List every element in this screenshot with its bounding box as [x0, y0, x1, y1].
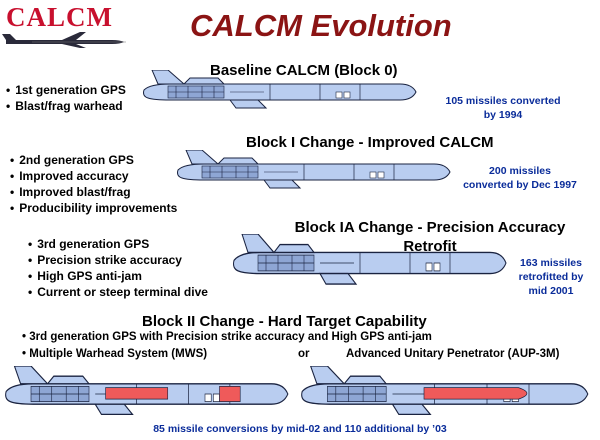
bullet-item: Improved accuracy [10, 168, 177, 184]
block2-option-right: Advanced Unitary Penetrator (AUP-3M) [346, 348, 560, 360]
section-title-block1a: Block IA Change - Precision Accuracy Ret… [280, 218, 580, 256]
section-title-line: Retrofit [403, 238, 457, 255]
missile-block0-diagram [143, 70, 417, 109]
page-title: CALCM Evolution [190, 8, 452, 43]
block2-option-left: • Multiple Warhead System (MWS) [22, 348, 208, 360]
mws-warhead-1 [105, 387, 169, 400]
bullet-list-baseline: 1st generation GPS Blast/frag warhead [6, 82, 126, 114]
bullet-item: Blast/frag warhead [6, 98, 126, 114]
note-line: 105 missiles converted [445, 95, 561, 107]
missile-aup-diagram [301, 366, 589, 416]
bullet-item: 2nd generation GPS [10, 152, 177, 168]
bullet-list-block1: 2nd generation GPS Improved accuracy Imp… [10, 152, 177, 216]
block2-or: or [298, 348, 310, 360]
logo-text: CALCM [6, 2, 113, 32]
logo-aircraft-icon [2, 32, 126, 48]
bullet-item: Current or steep terminal dive [28, 284, 208, 300]
bullet-item: Producibility improvements [10, 200, 177, 216]
note-block1a: 163 missiles retrofitted by mid 2001 [506, 256, 596, 298]
calcm-logo: CALCM [2, 2, 132, 50]
aup-penetrator [423, 387, 528, 400]
section-title-block1: Block I Change - Improved CALCM [246, 134, 494, 151]
block2-bullet-text: 3rd generation GPS with Precision strike… [29, 331, 432, 343]
block2-footer-note: 85 missile conversions by mid-02 and 110… [153, 423, 447, 435]
bullet-item: High GPS anti-jam [28, 268, 208, 284]
option-left-text: Multiple Warhead System (MWS) [29, 348, 208, 360]
note-block1: 200 missiles converted by Dec 1997 [440, 164, 600, 192]
note-line: converted by Dec 1997 [463, 179, 577, 191]
missile-block1-diagram [177, 150, 451, 189]
missile-mws-diagram [4, 366, 289, 416]
bullet-item: Precision strike accuracy [28, 252, 208, 268]
mws-warhead-2 [219, 385, 241, 403]
missile-block1a-diagram [232, 234, 507, 285]
note-line: 163 missiles [520, 257, 582, 269]
block2-bullet: • 3rd generation GPS with Precision stri… [22, 331, 432, 343]
note-line: retrofitted by [518, 271, 584, 283]
note-block0: 105 missiles converted by 1994 [418, 94, 588, 122]
bullet-item: 1st generation GPS [6, 82, 126, 98]
note-line: by 1994 [483, 109, 523, 121]
section-title-line: Block IA Change - Precision Accuracy [294, 219, 566, 236]
section-title-block2: Block II Change - Hard Target Capability [142, 313, 427, 330]
bullet-item: 3rd generation GPS [28, 236, 208, 252]
note-line: mid 2001 [528, 285, 574, 297]
bullet-list-block1a: 3rd generation GPS Precision strike accu… [28, 236, 208, 300]
bullet-item: Improved blast/frag [10, 184, 177, 200]
note-line: 200 missiles [489, 165, 551, 177]
section-title-baseline: Baseline CALCM (Block 0) [210, 62, 398, 79]
